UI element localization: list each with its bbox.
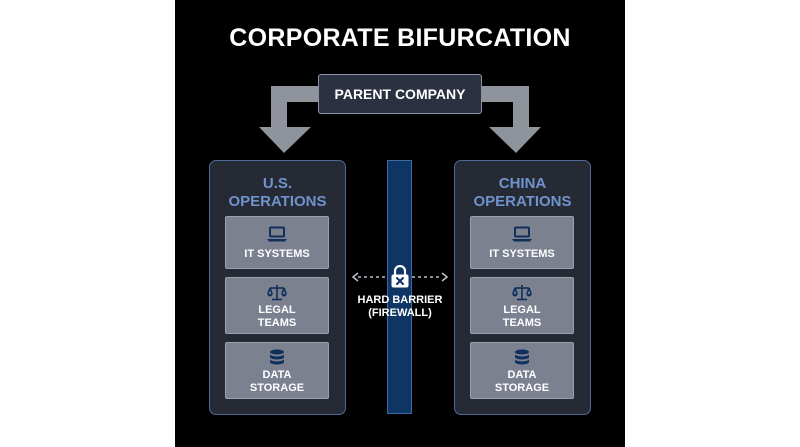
card-label: DATA bbox=[507, 369, 537, 381]
dashed-connector bbox=[351, 272, 449, 282]
laptop-icon bbox=[267, 226, 287, 242]
diagram-title: CORPORATE BIFURCATION bbox=[229, 24, 571, 52]
parent-company-box: PARENT COMPANY bbox=[318, 74, 482, 114]
region-title: OPERATIONS bbox=[473, 193, 572, 210]
scales-icon bbox=[267, 285, 287, 301]
card-data-storage: DATA STORAGE bbox=[470, 342, 574, 399]
card-label: LEGAL bbox=[258, 304, 296, 316]
arrow-to-us bbox=[259, 86, 318, 153]
diagram-canvas: CORPORATE BIFURCATION PARENT COMPANY U.S… bbox=[175, 0, 625, 447]
arrow-to-china bbox=[482, 86, 541, 153]
card-label: IT SYSTEMS bbox=[489, 248, 555, 260]
region-title: U.S. bbox=[262, 175, 293, 192]
card-label: STORAGE bbox=[494, 382, 550, 394]
barrier-label: HARD BARRIER bbox=[357, 294, 443, 306]
card-label: TEAMS bbox=[502, 317, 542, 329]
card-legal-teams: LEGAL TEAMS bbox=[470, 277, 574, 334]
region-title: OPERATIONS bbox=[228, 193, 327, 210]
card-legal-teams: LEGAL TEAMS bbox=[225, 277, 329, 334]
region-us-operations: U.S. OPERATIONS IT SYSTEMS bbox=[209, 160, 346, 415]
laptop-icon bbox=[512, 226, 532, 242]
database-icon bbox=[515, 349, 529, 365]
card-label: TEAMS bbox=[257, 317, 297, 329]
barrier-label: (FIREWALL) bbox=[368, 307, 432, 319]
card-it-systems: IT SYSTEMS bbox=[225, 216, 329, 269]
card-data-storage: DATA STORAGE bbox=[225, 342, 329, 399]
card-label: DATA bbox=[262, 369, 292, 381]
database-icon bbox=[270, 349, 284, 365]
lock-icon bbox=[391, 265, 409, 288]
card-label: STORAGE bbox=[249, 382, 305, 394]
region-title: CHINA bbox=[498, 175, 547, 192]
split-arrows bbox=[259, 86, 541, 153]
card-label: LEGAL bbox=[503, 304, 541, 316]
parent-company-label: PARENT COMPANY bbox=[334, 86, 466, 102]
region-china-operations: CHINA OPERATIONS IT SYSTEMS bbox=[454, 160, 591, 415]
firewall-wall bbox=[387, 160, 412, 414]
card-label: IT SYSTEMS bbox=[244, 248, 310, 260]
scales-icon bbox=[512, 285, 532, 301]
card-it-systems: IT SYSTEMS bbox=[470, 216, 574, 269]
